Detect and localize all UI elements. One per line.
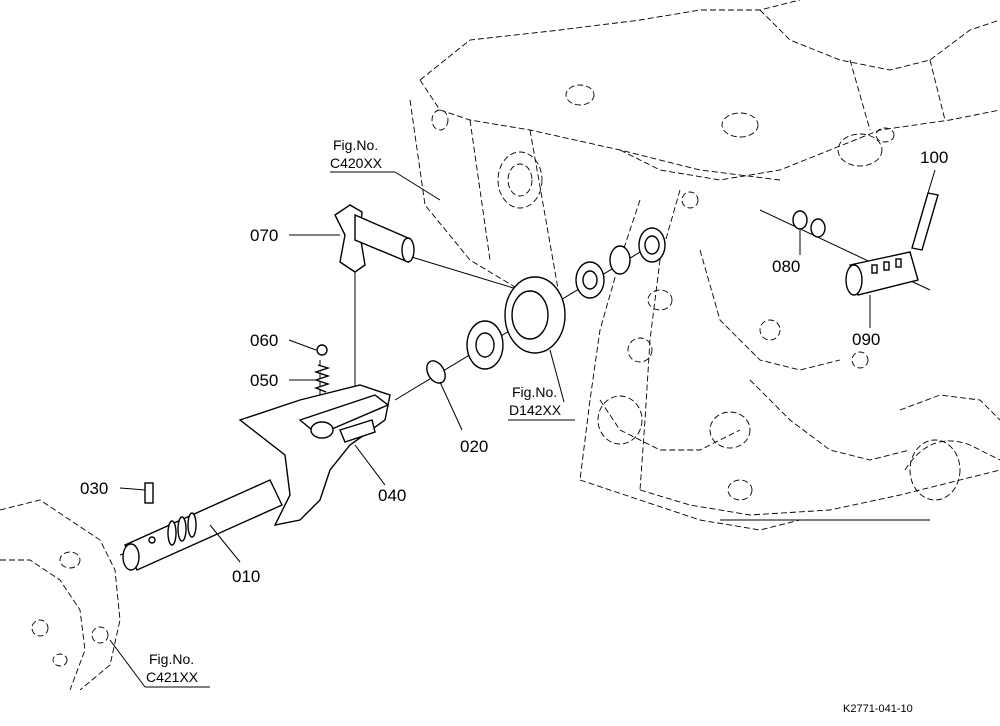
- fig-ref-2-prefix: Fig.No.: [512, 384, 557, 400]
- label-040: 040: [378, 486, 406, 505]
- detent-spring: [313, 364, 331, 393]
- label-070: 070: [250, 226, 278, 245]
- fig-ref-3-number: C421XX: [146, 669, 199, 685]
- label-060: 060: [250, 331, 278, 350]
- roll-pin: [911, 192, 939, 251]
- label-100: 100: [920, 148, 948, 167]
- left-housing: [0, 499, 121, 691]
- fig-ref-1-prefix: Fig.No.: [333, 137, 378, 153]
- label-020: 020: [460, 437, 488, 456]
- transmission-housing: [409, 0, 1000, 531]
- label-050: 050: [250, 371, 278, 390]
- detent-ball: [316, 344, 328, 356]
- o-rings: [792, 210, 826, 238]
- label-030: 030: [80, 479, 108, 498]
- fig-ref-3-prefix: Fig.No.: [149, 651, 194, 667]
- shift-collar: [845, 251, 919, 296]
- spring-pin: [144, 482, 154, 504]
- drawing-code: K2771-041-10: [843, 703, 913, 715]
- fig-ref-1-number: C420XX: [330, 155, 383, 171]
- label-090: 090: [852, 330, 880, 349]
- label-010: 010: [232, 567, 260, 586]
- callout-labels: 070 060 050 030 010 040 020 080 090 100 …: [80, 137, 948, 715]
- fig-ref-2-number: D142XX: [509, 402, 562, 418]
- label-080: 080: [772, 257, 800, 276]
- shift-shaft: [122, 479, 283, 571]
- snap-ring: [426, 360, 446, 384]
- shift-arm: [334, 204, 415, 273]
- bearing-gear-stack: [466, 227, 666, 370]
- leader-lines: [109, 169, 936, 688]
- shift-fork: [238, 384, 391, 526]
